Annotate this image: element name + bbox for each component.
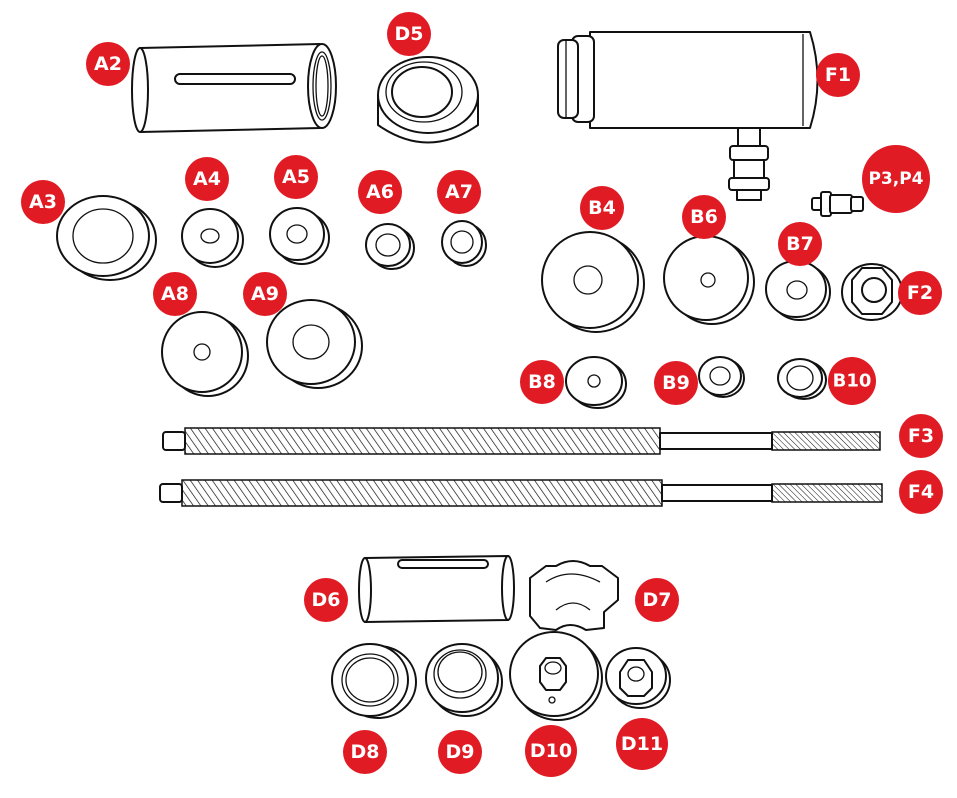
part-f1-cylinder	[557, 31, 819, 201]
label-a5: A5	[282, 166, 310, 188]
label-d11: D11	[621, 733, 663, 755]
part-d9-cup	[425, 643, 503, 717]
label-badge-b9: B9	[654, 361, 698, 405]
label-f4: F4	[908, 481, 934, 503]
label-badge-f4: F4	[899, 470, 943, 514]
part-a7-washer	[441, 220, 487, 267]
part-b7-washer	[765, 260, 831, 321]
label-badge-b10: B10	[828, 357, 876, 405]
label-d9: D9	[446, 741, 475, 763]
label-f2: F2	[907, 282, 933, 304]
part-f4-threaded-rod	[159, 479, 883, 507]
label-b4: B4	[588, 197, 616, 219]
label-badge-p3-p4: P3,P4	[862, 145, 930, 213]
label-badge-a8: A8	[153, 272, 197, 316]
label-badge-f3: F3	[899, 414, 943, 458]
label-d7: D7	[643, 589, 672, 611]
label-a8: A8	[161, 283, 189, 305]
part-d8-ring	[331, 643, 417, 719]
part-b8-washer	[565, 356, 627, 409]
label-badge-d9: D9	[438, 730, 482, 774]
label-badge-a6: A6	[358, 170, 402, 214]
part-b9-washer	[698, 356, 745, 398]
label-a2: A2	[94, 53, 122, 75]
label-b10: B10	[833, 371, 872, 392]
part-d11-nut	[605, 647, 671, 709]
label-badge-f2: F2	[898, 271, 942, 315]
part-d10-disc	[509, 631, 603, 721]
label-badge-d5: D5	[387, 12, 431, 56]
part-a3-ring	[56, 195, 157, 281]
label-badge-d10: D10	[525, 725, 577, 777]
label-badge-b4: B4	[580, 186, 624, 230]
part-p3-p4-fitting	[811, 191, 864, 217]
part-d6-sleeve	[358, 555, 515, 623]
label-a6: A6	[366, 181, 394, 203]
label-badge-b6: B6	[682, 195, 726, 239]
part-b6-disc	[663, 235, 755, 325]
label-f1: F1	[825, 64, 851, 86]
part-a2-sleeve	[131, 43, 337, 133]
label-badge-a9: A9	[243, 272, 287, 316]
label-a4: A4	[193, 168, 221, 190]
label-badge-d7: D7	[635, 578, 679, 622]
label-b9: B9	[662, 372, 690, 394]
part-f2-nut	[841, 263, 903, 321]
part-a8-disc	[161, 311, 249, 397]
label-b8: B8	[528, 371, 556, 393]
label-b6: B6	[690, 206, 718, 228]
label-badge-b8: B8	[520, 360, 564, 404]
label-a7: A7	[445, 181, 473, 203]
label-b7: B7	[786, 233, 814, 255]
label-badge-a4: A4	[185, 157, 229, 201]
label-badge-a3: A3	[21, 180, 65, 224]
label-badge-a7: A7	[437, 170, 481, 214]
part-a6-washer	[365, 223, 415, 270]
part-a4-washer	[181, 208, 244, 268]
label-badge-d6: D6	[304, 578, 348, 622]
label-badge-f1: F1	[816, 53, 860, 97]
label-badge-a2: A2	[86, 42, 130, 86]
label-p3-p4: P3,P4	[868, 169, 923, 189]
label-badge-b7: B7	[778, 222, 822, 266]
part-b4-disc	[541, 231, 645, 333]
label-a3: A3	[29, 191, 57, 213]
label-badge-d8: D8	[343, 730, 387, 774]
part-a5-washer	[269, 207, 330, 265]
label-d5: D5	[395, 23, 424, 45]
part-f3-threaded-rod	[162, 427, 881, 455]
label-badge-d11: D11	[616, 718, 668, 770]
part-d5-cup	[377, 56, 479, 144]
label-d8: D8	[351, 741, 380, 763]
part-d7-clamp	[529, 560, 619, 631]
part-a9-disc	[266, 299, 363, 389]
label-badge-a5: A5	[274, 155, 318, 199]
label-f3: F3	[908, 425, 934, 447]
label-d10: D10	[530, 740, 572, 762]
part-b10-bushing	[777, 358, 827, 400]
label-a9: A9	[251, 283, 279, 305]
label-d6: D6	[312, 589, 341, 611]
